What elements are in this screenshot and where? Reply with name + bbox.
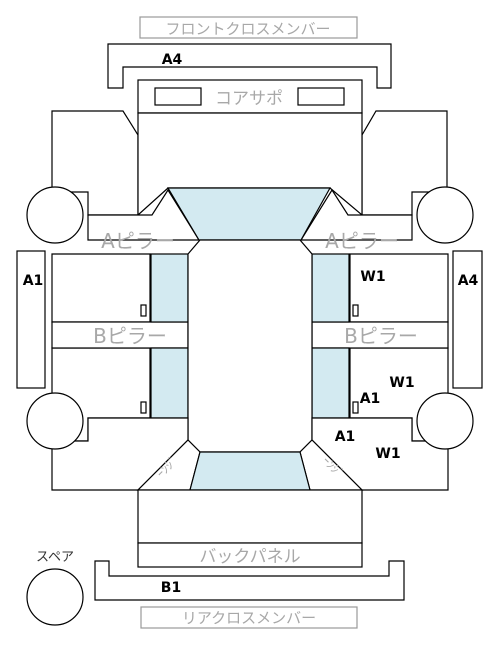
rear-cross-rating: B1 [161,580,181,596]
headlight-left [154,87,202,106]
front-right-wheel [416,186,474,244]
roof-panel [187,239,313,453]
left-front-window [150,253,189,323]
right-mid-w-rating: W1 [389,375,414,391]
spare-wheel [26,568,84,626]
b-pillar-right-area [311,321,449,349]
right-rear-window [311,347,350,419]
core-support-label: コアサポ [215,89,283,109]
left-front-door-handle [140,304,147,317]
left-side-sill [16,250,46,389]
spare-label: スペア [36,550,74,565]
right-low-a-rating: A1 [335,429,356,445]
right-mid-a-rating: A1 [360,391,381,407]
right-upper-rating: W1 [360,269,385,285]
front-cross-rating: A4 [162,52,183,68]
left-side-rating: A1 [23,273,44,289]
right-front-window [311,253,350,323]
a-pillar-left-label: Aピラー [101,229,175,253]
left-front-door-panel [51,253,151,323]
front-bumper-bracket [107,43,392,89]
a-pillar-right-label: Aピラー [325,229,399,253]
rear-left-wheel [26,392,84,450]
rear-cross-member-box [140,606,358,629]
rear-window [189,451,311,491]
a-pillar-right-area [299,188,413,241]
b-pillar-right-label: Bピラー [344,324,418,348]
right-rear-door-handle [352,401,359,414]
b-pillar-left-area [51,321,189,349]
left-rear-quarter [51,417,189,491]
right-side-sill [452,250,483,389]
windshield [166,187,332,241]
front-cross-member-box [139,16,358,39]
rear-bumper-bracket [94,560,405,601]
right-rear-quarter [311,417,449,491]
left-rear-window [150,347,189,419]
left-rear-door-handle [140,401,147,414]
back-panel-box [137,542,363,568]
front-cross-member-label: フロントクロスメンバー [165,20,330,38]
right-front-door-handle [352,304,359,317]
front-left-wheel [26,186,84,244]
right-side-rating: A4 [458,273,479,289]
right-low-w-rating: W1 [375,446,400,462]
rear-cross-member-label: リアクロスメンバー [182,609,316,627]
b-pillar-left-label: Bピラー [93,324,167,348]
headlight-right [297,87,345,106]
right-front-door-panel [349,253,449,323]
trunk-lid [137,489,363,544]
rear-right-wheel [416,392,474,450]
back-panel-label: バックパネル [199,547,300,567]
